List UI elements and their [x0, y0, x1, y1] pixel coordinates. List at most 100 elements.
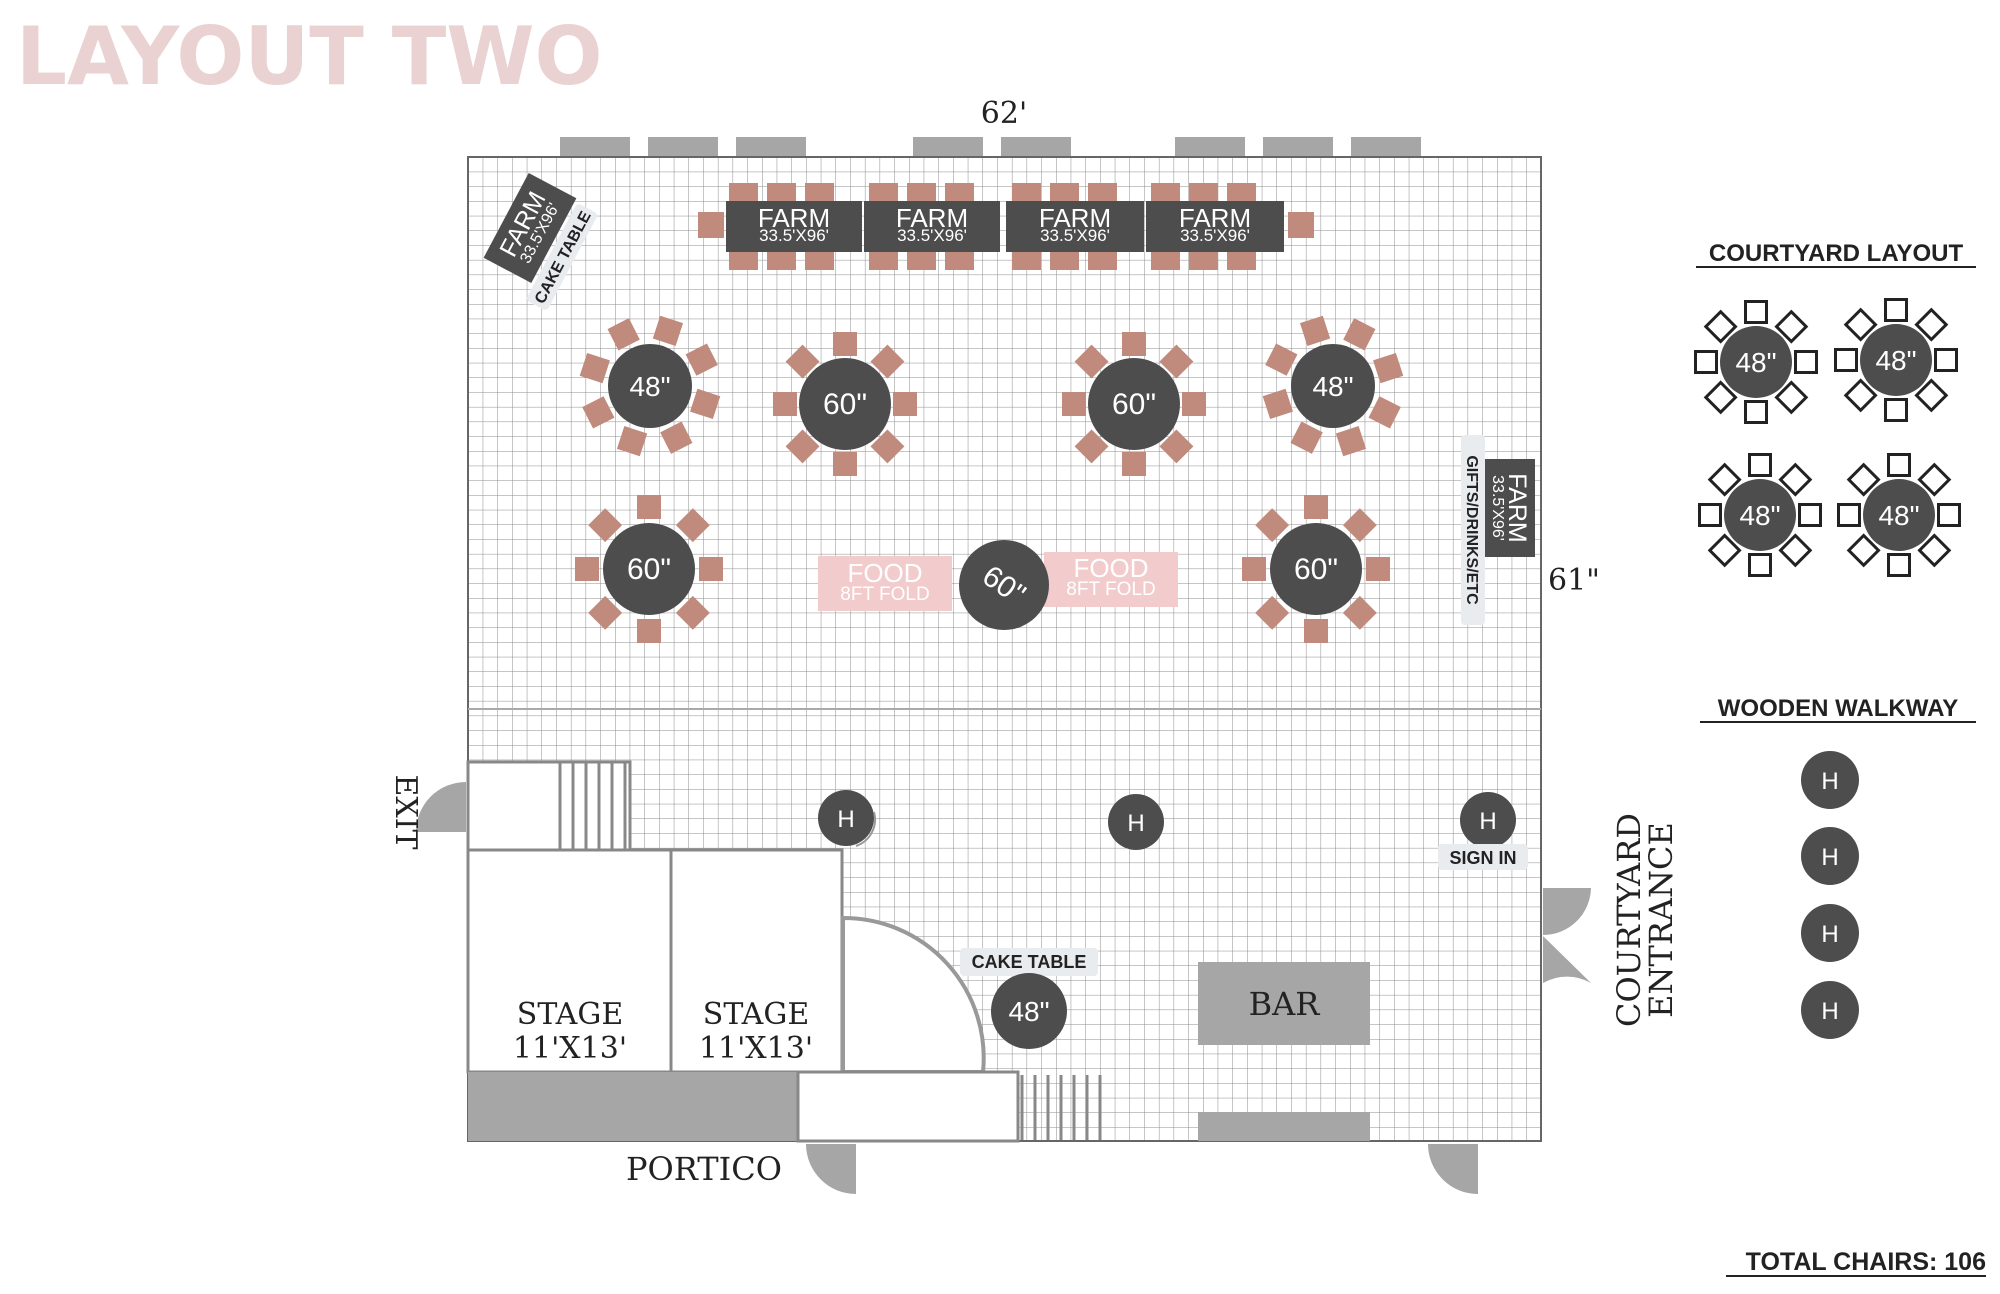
high-top-table-2	[1108, 794, 1164, 850]
chair	[1050, 183, 1079, 202]
chair	[1304, 495, 1328, 519]
chair	[675, 595, 710, 630]
chair	[869, 251, 898, 270]
chair	[1227, 251, 1256, 270]
chair	[582, 396, 615, 429]
round-table	[1860, 324, 1932, 396]
chair	[1884, 298, 1908, 322]
chair	[1342, 508, 1377, 543]
chair	[1707, 462, 1742, 497]
farm-table-2-label: FARM	[896, 203, 968, 233]
side-farm-table: FARM 33.5'X96'	[1485, 459, 1535, 557]
bar	[1198, 962, 1370, 1045]
doors	[416, 782, 1591, 1194]
high-top-table-3	[1460, 792, 1516, 848]
chair	[1794, 350, 1818, 374]
food-table-right	[1044, 552, 1178, 607]
cake-table-tag	[960, 948, 1098, 976]
chair	[785, 429, 820, 464]
chair	[1151, 251, 1180, 270]
chair	[579, 352, 610, 384]
chair	[575, 557, 599, 581]
chair	[1917, 462, 1952, 497]
chair	[729, 183, 758, 202]
chair	[1707, 533, 1742, 568]
center-round-table	[959, 540, 1049, 630]
round-table	[1720, 326, 1792, 398]
chair	[1694, 350, 1718, 374]
round-table-1-label: 48"	[629, 371, 670, 402]
chair	[675, 508, 710, 543]
chair	[1012, 251, 1041, 270]
food-table-left	[818, 556, 952, 611]
farm-table-row: FARM 33.5'X96' FARM 33.5'X96' FARM 33.5'…	[698, 183, 1314, 270]
farm-table-3-size: 33.5'X96'	[1040, 226, 1110, 245]
farm-table-1-size: 33.5'X96'	[759, 226, 829, 245]
courtyard-table-2-label: 48"	[1875, 345, 1916, 376]
chair	[1242, 557, 1266, 581]
chair	[1937, 503, 1961, 527]
chair	[1088, 251, 1117, 270]
chair	[1748, 553, 1772, 577]
window	[1351, 137, 1421, 157]
chair	[1778, 462, 1813, 497]
round-tables	[575, 315, 1404, 643]
chair	[907, 251, 936, 270]
farm-table	[726, 201, 862, 252]
round-table-3-label: 60"	[1112, 388, 1156, 421]
stairs-upper	[558, 762, 627, 850]
food-table-right-size: 8FT FOLD	[1066, 579, 1155, 600]
walkway-high-top-4-label: H	[1821, 998, 1838, 1025]
exit-door	[416, 782, 466, 832]
chair	[1290, 421, 1323, 454]
top-windows	[560, 137, 1421, 157]
courtyard-layout-title: COURTYARD LAYOUT	[1709, 240, 1964, 267]
chair	[870, 429, 905, 464]
chair	[1774, 309, 1809, 344]
courtyard-table-4-label: 48"	[1878, 500, 1919, 531]
walkway-high-top-3	[1801, 904, 1859, 962]
high-top-door-arc	[855, 811, 877, 847]
chair	[833, 332, 857, 356]
chair	[1698, 503, 1722, 527]
chair	[907, 183, 936, 202]
chair	[1189, 251, 1218, 270]
chair	[637, 495, 661, 519]
bar-label: BAR	[1249, 985, 1321, 1023]
round-table	[1863, 479, 1935, 551]
round-table-5-label: 60"	[627, 553, 671, 586]
farm-table-2-size: 33.5'X96'	[897, 226, 967, 245]
chair	[1744, 400, 1768, 424]
chair	[1288, 212, 1314, 238]
food-table-right-label: FOOD	[1073, 553, 1148, 583]
width-dimension: 62'	[981, 96, 1027, 131]
farm-table	[1485, 459, 1535, 557]
chair	[1227, 183, 1256, 202]
chair	[660, 421, 693, 454]
chair	[1050, 251, 1079, 270]
sign-in-label: SIGN IN	[1449, 848, 1516, 868]
walkway-high-top-2-label: H	[1821, 844, 1838, 871]
chair	[869, 183, 898, 202]
chair	[1744, 300, 1768, 324]
portico-door	[806, 1144, 856, 1194]
round-table	[603, 523, 695, 615]
window	[1263, 137, 1333, 157]
chair	[1703, 309, 1738, 344]
courtyard-tables	[1694, 298, 1961, 577]
chair	[1255, 595, 1290, 630]
chair	[729, 251, 758, 270]
chair	[767, 183, 796, 202]
chair	[1262, 388, 1293, 420]
chair	[690, 388, 721, 420]
round-table	[1088, 358, 1180, 450]
stage-1-label: STAGE	[517, 997, 623, 1032]
chair	[1748, 453, 1772, 477]
chair	[1189, 183, 1218, 202]
chair	[1265, 343, 1298, 376]
chair	[1151, 183, 1180, 202]
farm-table-1-label: FARM	[758, 203, 830, 233]
chair	[1778, 533, 1813, 568]
stair-landing	[466, 760, 632, 852]
